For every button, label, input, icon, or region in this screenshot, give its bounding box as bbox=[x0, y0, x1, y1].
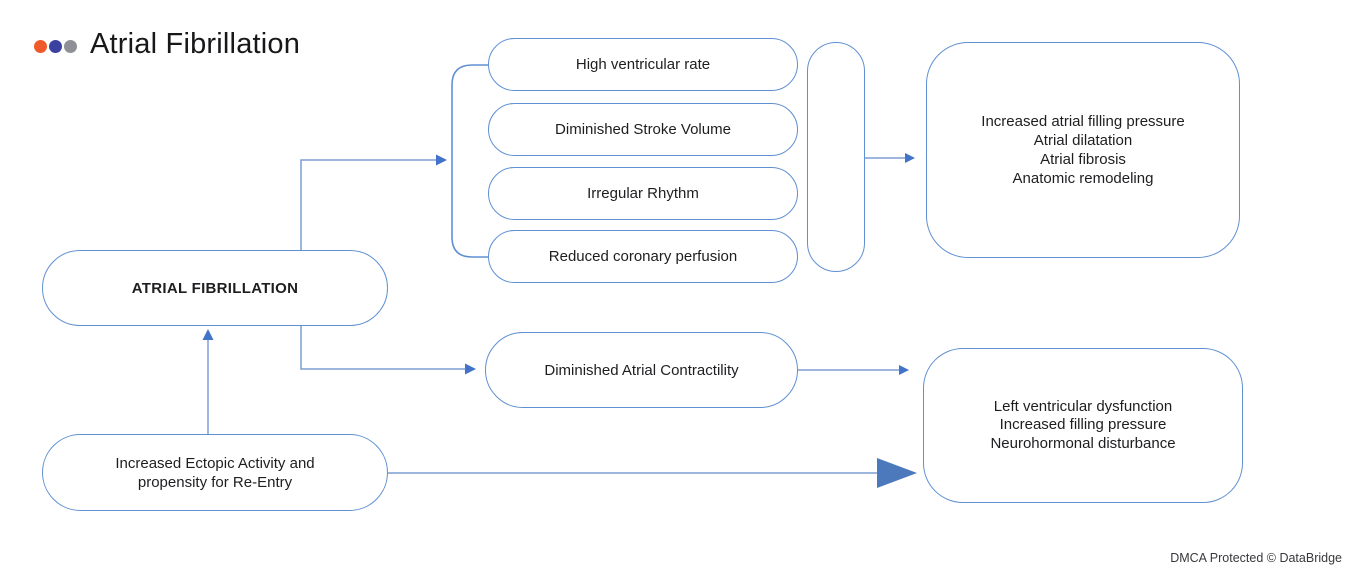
ventricular-outcome-line: Left ventricular dysfunction bbox=[993, 397, 1173, 415]
node-diminished-atrial-contractility-label: Diminished Atrial Contractility bbox=[544, 361, 739, 379]
atrial-outcome-line: Atrial dilatation bbox=[1033, 132, 1133, 149]
symptoms-bracket bbox=[451, 64, 488, 258]
node-atrial-fibrillation: ATRIAL FIBRILLATION bbox=[42, 250, 388, 326]
page-title: Atrial Fibrillation bbox=[90, 28, 301, 60]
node-symptom-diminished-stroke-volume: Diminished Stroke Volume bbox=[488, 103, 798, 156]
ventricular-outcome-line: Increased filling pressure bbox=[999, 416, 1167, 434]
node-ectopic-activity: Increased Ectopic Activity and propensit… bbox=[42, 434, 388, 511]
node-diminished-atrial-contractility: Diminished Atrial Contractility bbox=[485, 332, 798, 408]
arrow-capsule-to-atrial-head-icon bbox=[905, 153, 915, 163]
symptom-label: High ventricular rate bbox=[575, 56, 711, 73]
symptom-label: Diminished Stroke Volume bbox=[555, 121, 731, 138]
symptom-label: Reduced coronary perfusion bbox=[548, 248, 738, 265]
brand-dot-indigo-icon bbox=[49, 40, 62, 53]
brand-dot-gray-icon bbox=[64, 40, 77, 53]
dmca-watermark: DMCA Protected © DataBridge bbox=[1170, 551, 1342, 565]
symptoms-capsule bbox=[807, 42, 865, 272]
ventricular-outcome-line: Neurohormonal disturbance bbox=[990, 434, 1176, 452]
node-ectopic-activity-line: Increased Ectopic Activity and bbox=[115, 454, 315, 472]
node-ventricular-outcomes: Left ventricular dysfunction Increased f… bbox=[923, 348, 1243, 503]
node-atrial-fibrillation-label: ATRIAL FIBRILLATION bbox=[131, 279, 299, 297]
node-symptom-irregular-rhythm: Irregular Rhythm bbox=[488, 167, 798, 220]
arrow-af-to-symptoms-head-icon bbox=[436, 154, 447, 166]
node-symptom-high-ventricular-rate: High ventricular rate bbox=[488, 38, 798, 91]
node-atrial-outcomes: Increased atrial filling pressure Atrial… bbox=[926, 42, 1240, 258]
brand-dot-orange-icon bbox=[34, 40, 47, 53]
arrow-af-to-symptoms-line bbox=[300, 159, 436, 250]
arrow-ectopic-to-ventricular-big-head-icon bbox=[877, 458, 917, 488]
brand-dots-icon bbox=[34, 36, 77, 53]
arrow-af-to-contractility-line bbox=[300, 326, 465, 370]
arrow-ectopic-to-af-head-icon bbox=[202, 329, 214, 340]
brand-header: Atrial Fibrillation bbox=[34, 28, 300, 61]
node-ectopic-activity-line: propensity for Re-Entry bbox=[137, 473, 293, 491]
arrow-af-to-contractility-head-icon bbox=[465, 363, 476, 375]
atrial-outcome-line: Anatomic remodeling bbox=[1012, 170, 1154, 187]
atrial-outcome-line: Increased atrial filling pressure bbox=[981, 113, 1185, 130]
arrow-contractility-to-ventricular-head-icon bbox=[899, 365, 909, 375]
node-symptom-reduced-coronary-perfusion: Reduced coronary perfusion bbox=[488, 230, 798, 283]
symptom-label: Irregular Rhythm bbox=[587, 185, 699, 202]
atrial-outcome-line: Atrial fibrosis bbox=[1040, 151, 1126, 168]
